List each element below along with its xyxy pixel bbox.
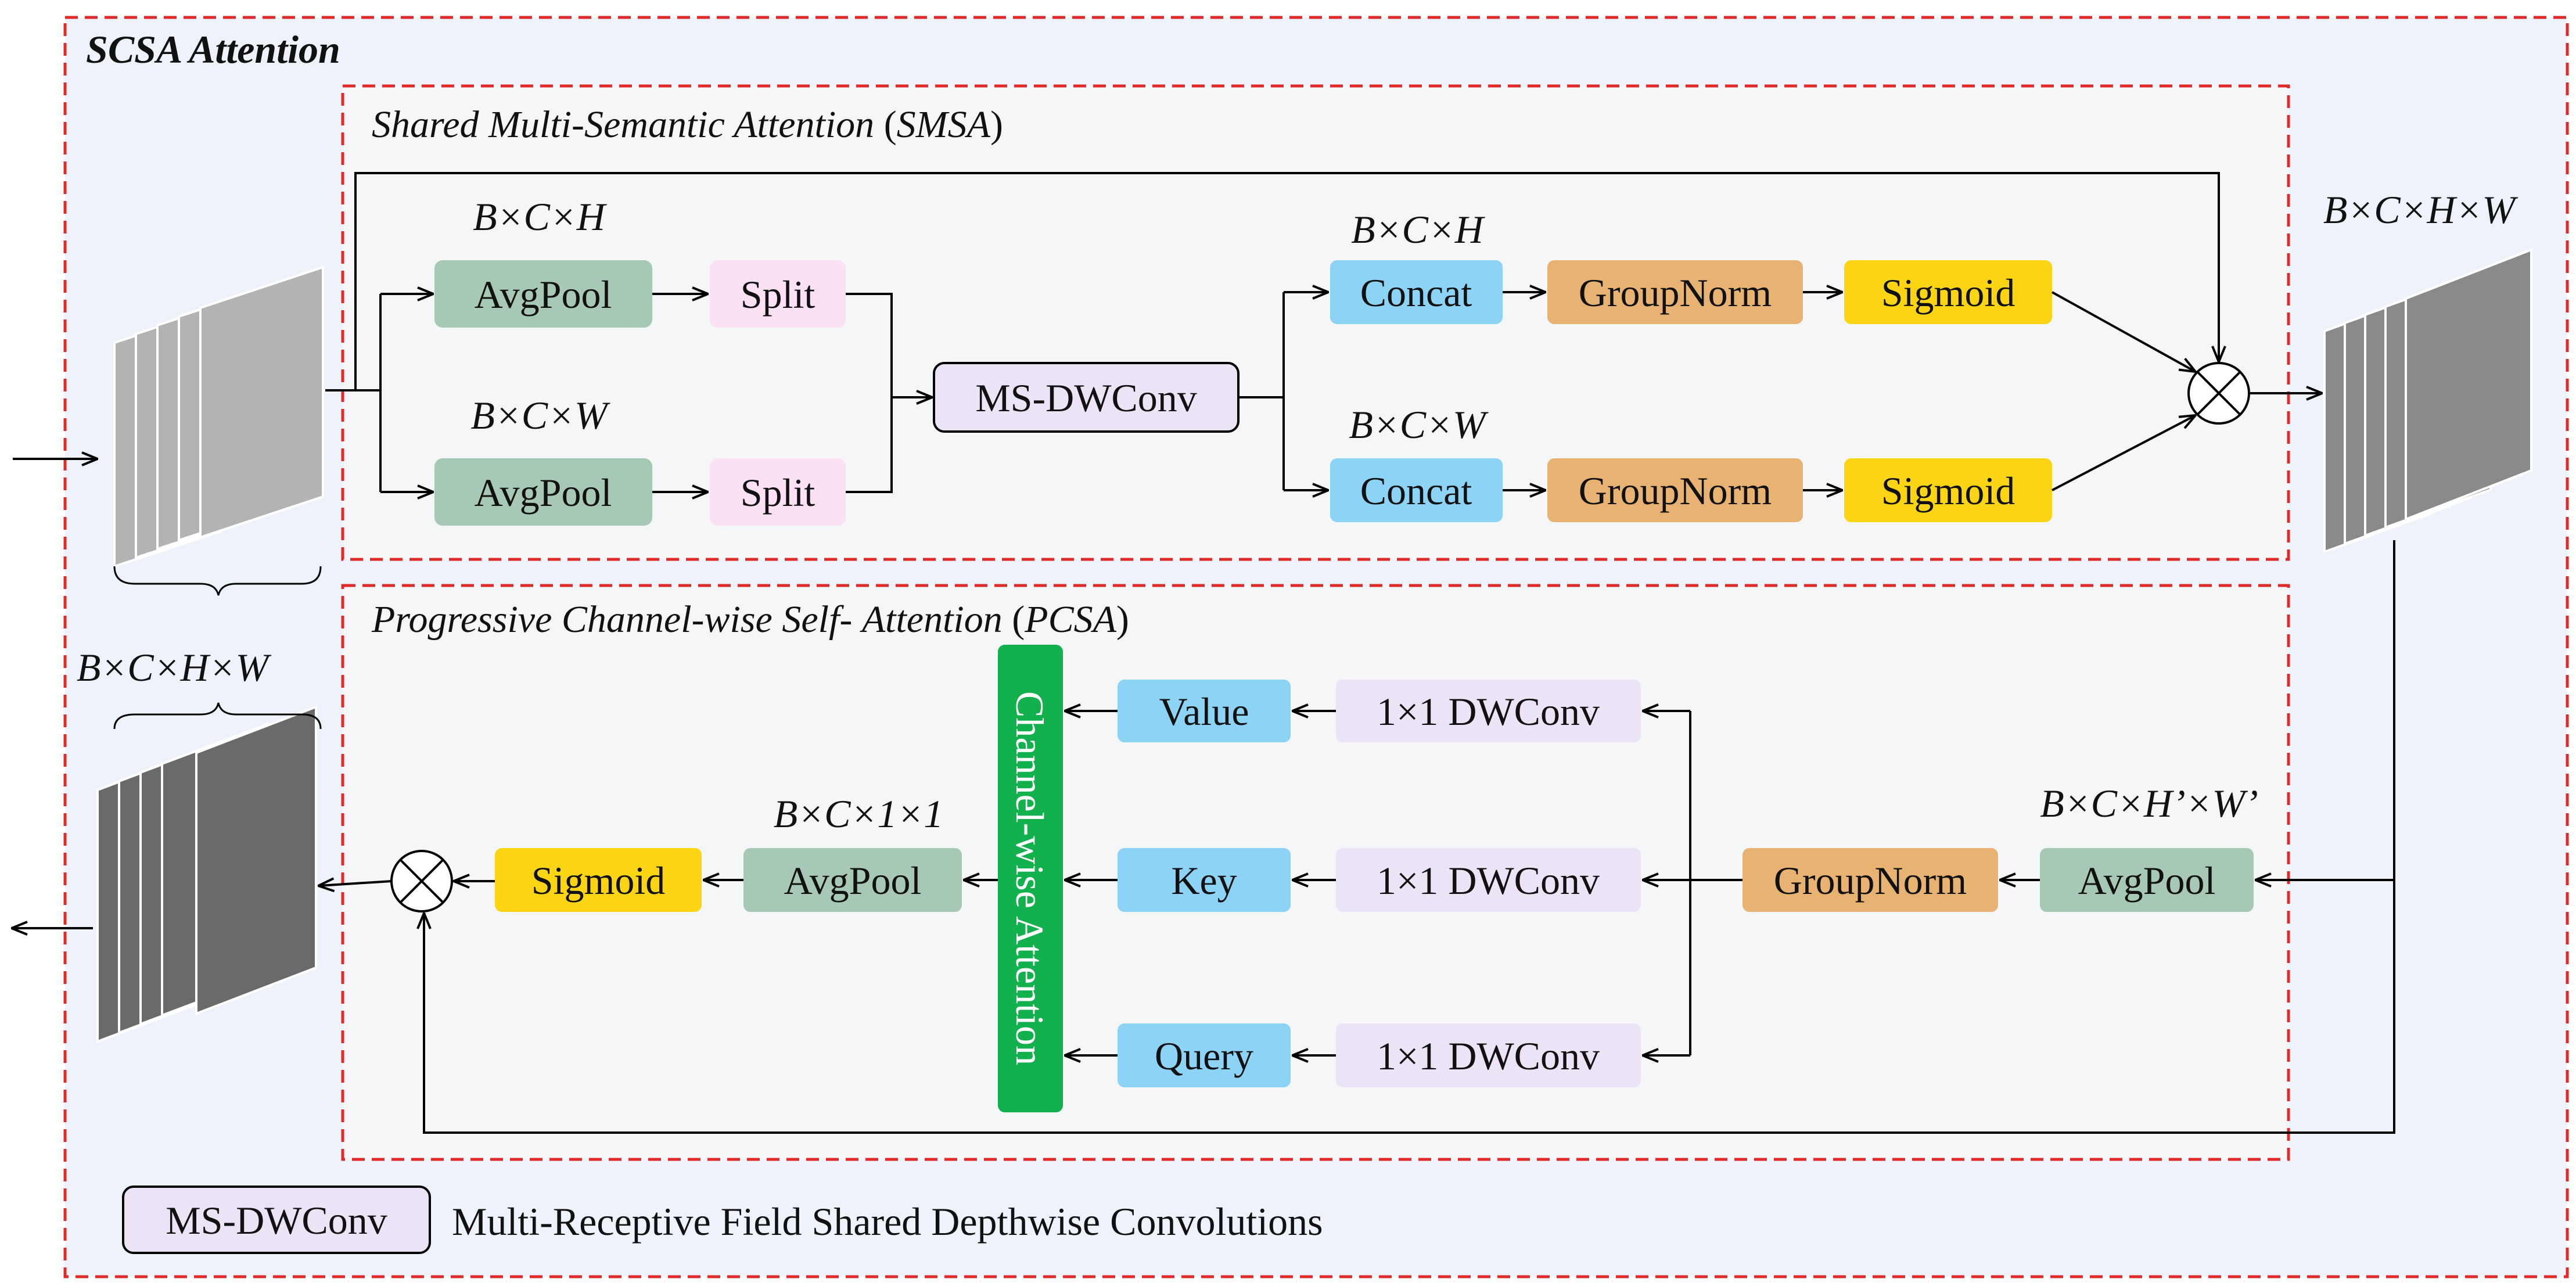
pcsa-title-paren-open: ( xyxy=(1003,598,1025,641)
pcsa-dwconv-query-label: 1×1 DWConv xyxy=(1377,1034,1600,1078)
pcsa-title-paren-close: ) xyxy=(1116,598,1129,641)
pcsa-avgpool-in-label: AvgPool xyxy=(2078,858,2216,903)
smsa-sigmoid-h-label: Sigmoid xyxy=(1881,271,2015,315)
pcsa-key xyxy=(1118,848,1291,912)
smsa-output-dim: B×C×H×W xyxy=(2323,188,2518,232)
smsa-sigmoid-w-label: Sigmoid xyxy=(1881,469,2015,513)
scsa-title: SCSA Attention xyxy=(86,27,340,71)
final-output-feature-stack xyxy=(96,705,317,1043)
pcsa-pool-dim: B×C×H’×W’ xyxy=(2040,781,2258,825)
pcsa-query-label: Query xyxy=(1155,1034,1253,1078)
input-brace-icon xyxy=(113,566,322,596)
smsa-output-feature-stack xyxy=(2323,248,2532,554)
smsa-multiply-circle-icon xyxy=(2187,362,2250,425)
smsa-title-paren-close: ) xyxy=(990,103,1003,146)
pcsa-channel-attention-label: Channel-wise Attention xyxy=(1008,691,1052,1065)
smsa-concat-dim-w: B×C×W xyxy=(1349,403,1489,447)
pcsa-sigmoid-label: Sigmoid xyxy=(531,858,666,903)
output-brace-icon xyxy=(113,702,322,730)
smsa-sigmoid-h xyxy=(1844,260,2052,324)
smsa-sigmoid-w xyxy=(1844,458,2052,522)
pcsa-title-part1: Progressive Channel xyxy=(371,598,692,641)
pcsa-channel-attention xyxy=(998,645,1063,1112)
legend-msdwconv-box xyxy=(122,1186,431,1254)
pcsa-title-part2: wise Self xyxy=(705,598,844,641)
pcsa-dwconv-key xyxy=(1336,848,1641,912)
smsa-split-h xyxy=(710,260,846,328)
smsa-groupnorm-h-label: GroupNorm xyxy=(1579,271,1772,315)
legend-msdwconv-label: MS-DWConv xyxy=(166,1198,387,1242)
pcsa-avgpool-out xyxy=(743,848,962,912)
pcsa-value xyxy=(1118,680,1291,742)
pcsa-dwconv-key-label: 1×1 DWConv xyxy=(1377,858,1600,903)
legend-description: Multi-Receptive Field Shared Depthwise C… xyxy=(452,1199,1323,1244)
smsa-concat-w xyxy=(1330,458,1503,522)
pcsa-groupnorm-label: GroupNorm xyxy=(1774,858,1967,903)
smsa-avgpool-w-label: AvgPool xyxy=(475,470,612,515)
smsa-title-abbr: SMSA xyxy=(897,103,991,146)
pcsa-title-hyphen1: - xyxy=(692,598,705,641)
smsa-dim-h: B×C×H xyxy=(473,195,608,239)
smsa-split-w xyxy=(710,458,846,526)
pcsa-title: Progressive Channel-wise Self- Attention… xyxy=(371,598,1129,641)
pcsa-value-label: Value xyxy=(1159,689,1249,734)
pcsa-title-part3: Attention xyxy=(860,598,1003,641)
smsa-groupnorm-w xyxy=(1547,458,1803,522)
connection-arrows xyxy=(12,172,2395,1134)
smsa-msdwconv-label: MS-DWConv xyxy=(975,376,1197,420)
smsa-dim-w: B×C×W xyxy=(470,393,610,437)
pcsa-multiply-circle-icon xyxy=(390,850,453,913)
smsa-concat-h xyxy=(1330,260,1503,324)
pcsa-dwconv-value-label: 1×1 DWConv xyxy=(1377,689,1600,734)
smsa-groupnorm-h xyxy=(1547,260,1803,324)
smsa-groupnorm-w-label: GroupNorm xyxy=(1579,469,1772,513)
pcsa-dwconv-query xyxy=(1336,1023,1641,1087)
pcsa-key-label: Key xyxy=(1171,858,1237,903)
pcsa-query xyxy=(1118,1023,1291,1087)
smsa-title: Shared Multi-Semantic Attention (SMSA) xyxy=(372,103,1003,146)
pcsa-title-abbr: PCSA xyxy=(1024,598,1116,641)
smsa-avgpool-h-label: AvgPool xyxy=(475,272,612,317)
pcsa-title-hyphen2: - xyxy=(839,598,861,641)
smsa-concat-w-label: Concat xyxy=(1360,469,1472,513)
smsa-avgpool-h xyxy=(434,260,652,328)
smsa-title-main: Shared Multi-Semantic Attention xyxy=(372,103,874,146)
input-feature-stack xyxy=(113,265,324,568)
smsa-avgpool-w xyxy=(434,458,652,526)
pcsa-avgpool-in xyxy=(2040,848,2254,912)
pcsa-dwconv-value xyxy=(1336,680,1641,742)
smsa-title-paren-open: ( xyxy=(874,103,896,146)
pcsa-sigmoid xyxy=(495,848,702,912)
smsa-split-w-label: Split xyxy=(741,470,815,515)
smsa-concat-h-label: Concat xyxy=(1360,271,1472,315)
smsa-concat-dim-h: B×C×H xyxy=(1351,207,1486,252)
pcsa-groupnorm xyxy=(1743,848,1998,912)
mid-feature-dim: B×C×H×W xyxy=(77,645,272,689)
pcsa-avgpool-out-label: AvgPool xyxy=(784,858,922,903)
smsa-split-h-label: Split xyxy=(741,272,815,317)
pcsa-out-dim: B×C×1×1 xyxy=(774,792,944,836)
